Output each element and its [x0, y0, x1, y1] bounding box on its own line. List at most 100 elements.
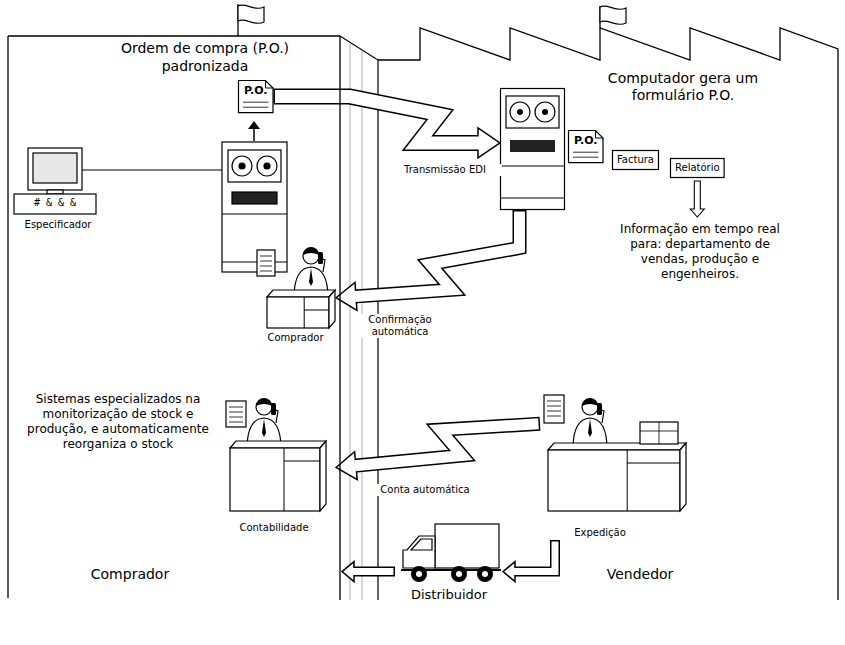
parcel-outline [640, 422, 678, 444]
flag [238, 5, 264, 23]
distributor-truck: Distribuidor [395, 520, 503, 606]
seller-computer: Computador gera um formulário P.O. [500, 88, 565, 210]
document-lines [573, 152, 599, 157]
desk-top [230, 441, 326, 448]
telephone [271, 403, 276, 415]
desk-drawer [304, 297, 329, 328]
cabinet-lines [500, 166, 565, 198]
arrow-head [342, 562, 354, 582]
reel-hub [239, 163, 245, 169]
paper-outline [544, 395, 564, 423]
delivery-arrow [503, 540, 555, 582]
arrow-head [336, 452, 357, 480]
purchase-order-document: P.O. [238, 80, 274, 113]
arrow-shaft [253, 128, 255, 141]
truck-wheel [477, 566, 493, 582]
parcel-tape [640, 422, 678, 444]
tape-panel [228, 150, 281, 182]
paper-lines [229, 407, 243, 422]
document-lines [243, 102, 269, 107]
seller-computer-drawing [500, 89, 565, 210]
terminal-screen [33, 153, 77, 183]
buyer-building: CompradorP.O.CompradorContabilidade [6, 4, 342, 600]
distributor-truck-drawing [401, 524, 501, 582]
paper-sheet [544, 395, 564, 423]
desk-front [230, 448, 320, 511]
paper-sheet [226, 401, 246, 427]
building-outline [8, 36, 340, 600]
keyboard-keys: # & & & [14, 197, 96, 209]
office-desk [267, 290, 335, 328]
desk-side [680, 443, 686, 511]
paper-outline [257, 250, 275, 276]
arrow-head [503, 562, 515, 582]
building-label: Comprador [70, 566, 190, 583]
document-label: P.O. [574, 134, 598, 147]
document-label: P.O. [244, 84, 268, 97]
invoice-box: Factura [612, 150, 659, 170]
person-head [256, 399, 272, 415]
person-tie [309, 268, 313, 286]
computer-cabinet [222, 142, 287, 272]
accounting-desk-shape [224, 385, 336, 535]
desk-drawer [284, 448, 320, 511]
telephone [597, 403, 602, 415]
paper-sheet [257, 250, 275, 276]
paper-lines [260, 256, 272, 271]
person-hair [582, 398, 598, 406]
computer-cabinet [501, 89, 565, 210]
seller-building-drawing [378, 6, 838, 600]
person-tie [588, 419, 592, 437]
desk-label: Expedição [540, 527, 660, 539]
truck-cargo [435, 524, 499, 568]
arrow-outline [274, 97, 480, 143]
arrow-head [336, 282, 357, 310]
arrow-outline [352, 567, 395, 577]
arrow-label: Transmissão EDI [388, 164, 502, 176]
delivery-arrow [342, 562, 395, 582]
building-outline [378, 28, 838, 600]
mainframe-computer [222, 142, 287, 272]
purchase-order-document: P.O. [568, 130, 604, 163]
desk-label: Contabilidade [224, 522, 324, 534]
accounting-desk: Contabilidade [224, 385, 336, 535]
truck-wheel [451, 566, 467, 582]
buyer-desk: Comprador [255, 240, 336, 345]
note-text: Sistemas especializados na monitorização… [18, 392, 218, 452]
office-desk [230, 441, 326, 511]
document-outline [239, 81, 274, 113]
arrow-head [478, 128, 500, 158]
edi-transmission-arrow [274, 97, 500, 158]
office-desk [548, 443, 686, 511]
computer-terminal [14, 148, 96, 214]
document-outline [569, 131, 604, 163]
display-panel [510, 140, 555, 152]
form-outline [671, 159, 725, 178]
desk-top [267, 290, 335, 297]
parcel-box [640, 422, 678, 444]
arrow-outline [354, 424, 540, 466]
report-box: Relatório [670, 158, 725, 178]
shipping-desk-drawing [544, 395, 686, 511]
tape-reel [232, 156, 252, 176]
monitor-stand [47, 190, 63, 194]
arrow-body [275, 97, 479, 143]
box-label: Relatório [675, 162, 720, 174]
arrow-label: Confirmação automática [356, 314, 444, 338]
paper-outline [226, 401, 246, 427]
tape-reel [257, 156, 277, 176]
display-panel [232, 192, 277, 204]
arrow-body [353, 568, 394, 575]
truck-cab [403, 536, 435, 568]
arrow-body [355, 212, 520, 297]
terminal-label: Especificador [8, 219, 108, 232]
terminal-cable [82, 169, 222, 170]
invoice-box-drawing [613, 151, 659, 170]
wheel-hub [456, 571, 462, 577]
arrow-body [355, 424, 539, 466]
shipping-desk-shape [540, 385, 690, 540]
note-text: Informação em tempo real para: departame… [605, 222, 795, 282]
purchase-order-document-drawing [569, 131, 604, 163]
leader-arrow [690, 181, 704, 217]
flag [600, 6, 626, 24]
